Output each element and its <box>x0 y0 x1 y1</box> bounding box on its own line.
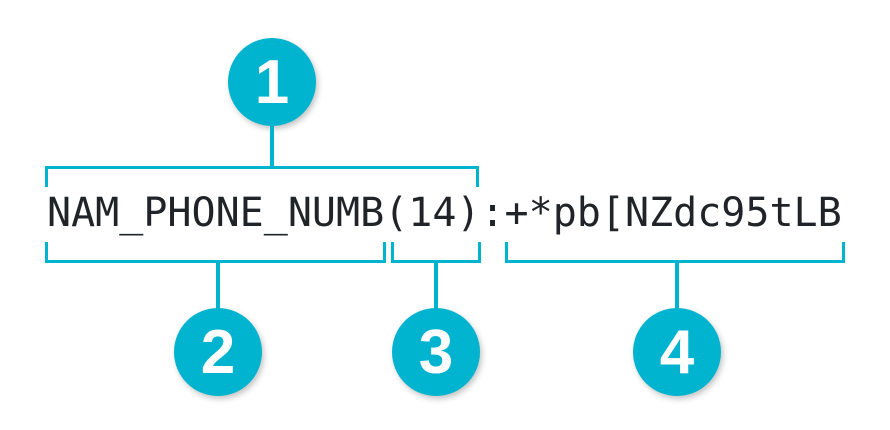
bracket-field-name <box>45 242 386 263</box>
callout-1-connector-line <box>270 124 274 167</box>
callout-1-number: 1 <box>254 47 290 117</box>
callout-4-badge: 4 <box>633 308 721 396</box>
callout-3-connector-line <box>434 261 438 309</box>
bracket-field-value <box>505 242 845 263</box>
callout-2-number: 2 <box>200 317 236 387</box>
bracket-field-length <box>391 242 481 263</box>
callout-4-number: 4 <box>659 317 695 387</box>
code-string: NAM_PHONE_NUMB(14):+*pb[NZdc95tLB <box>47 190 842 236</box>
bracket-field-name-and-length <box>45 166 479 187</box>
callout-4-connector-line <box>675 261 679 309</box>
callout-3-number: 3 <box>418 317 454 387</box>
callout-1-badge: 1 <box>228 38 316 126</box>
callout-2-connector-line <box>216 261 220 309</box>
callout-3-badge: 3 <box>392 308 480 396</box>
callout-2-badge: 2 <box>174 308 262 396</box>
